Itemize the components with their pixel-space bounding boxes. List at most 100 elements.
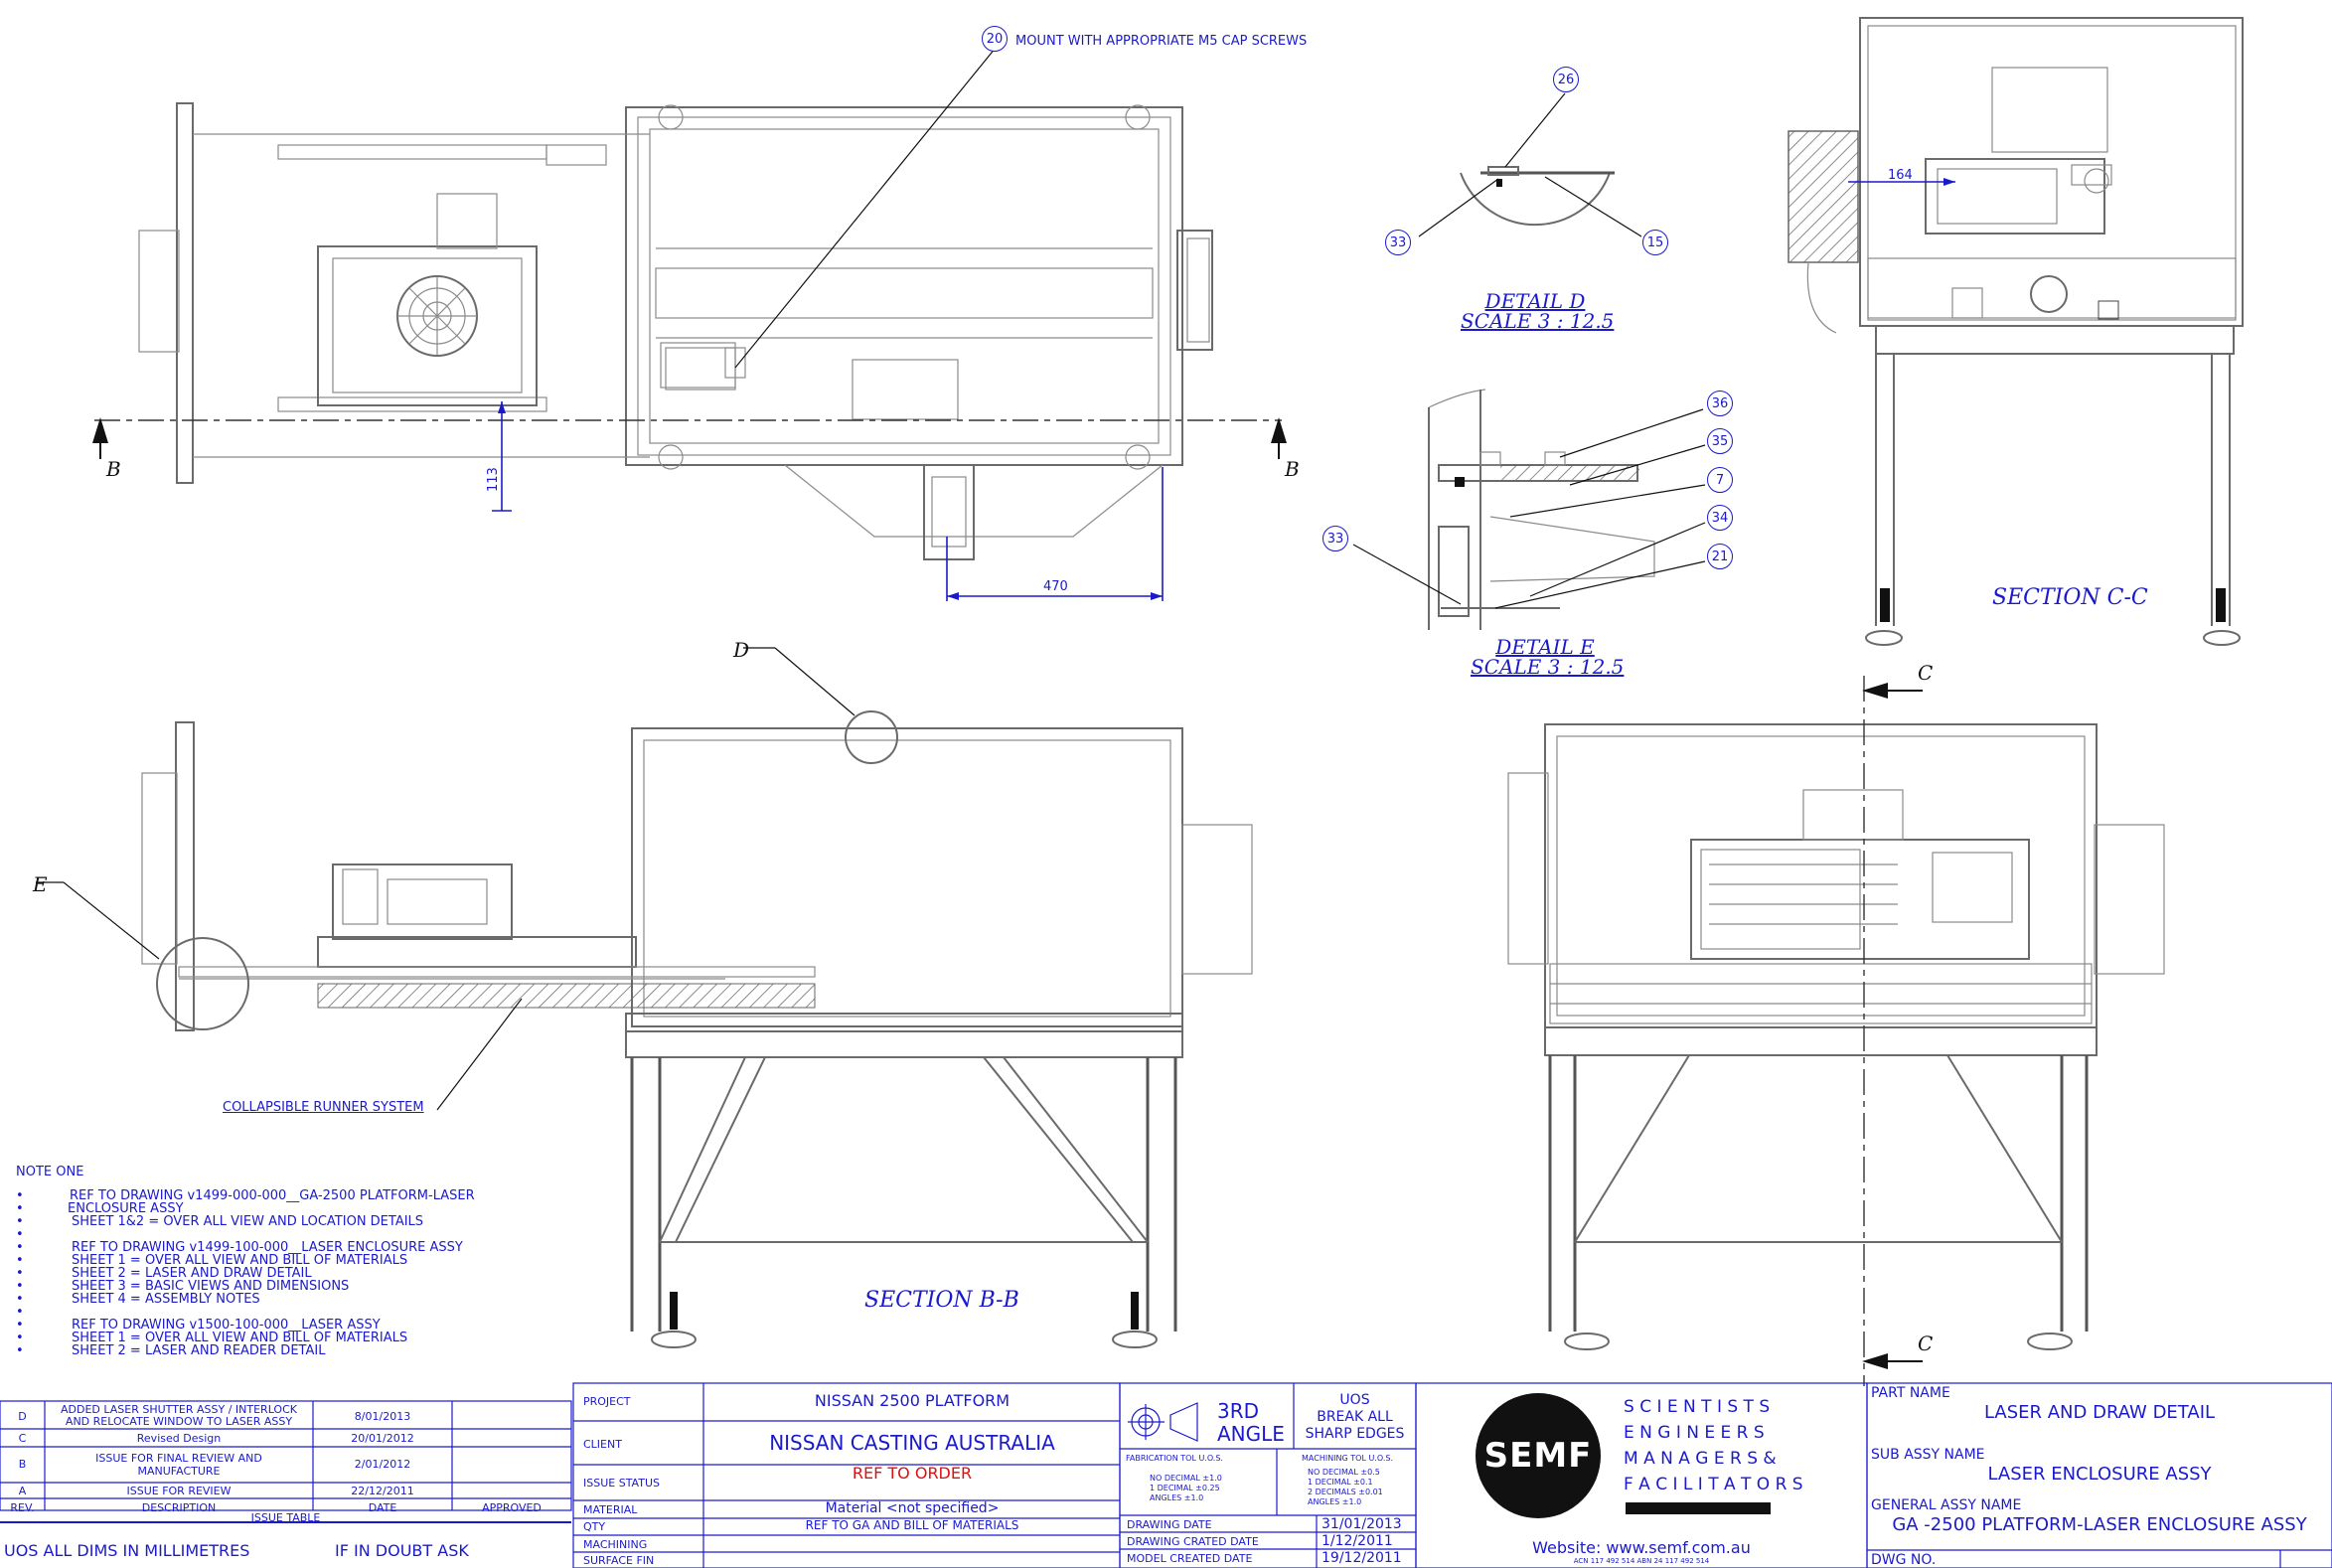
dimension-470: 470: [1043, 579, 1068, 594]
detail-e-scale: SCALE 3 : 12.5: [1471, 655, 1625, 679]
mach-tol-line: 2 DECIMALS ±0.01: [1308, 1488, 1383, 1496]
sub-assy-label: SUB ASSY NAME: [1871, 1447, 1985, 1463]
detail-d-view: [1418, 92, 1642, 237]
company-tagline-3: M A N A G E R S &: [1624, 1449, 1777, 1469]
callout-20-note: MOUNT WITH APPROPRIATE M5 CAP SCREWS: [1015, 34, 1308, 49]
projection-label-2: ANGLE: [1217, 1422, 1285, 1446]
rev-date: 22/12/2011: [351, 1485, 414, 1497]
material-value: Material <not specified>: [825, 1500, 1000, 1516]
machining-label: MACHINING: [583, 1538, 648, 1551]
company-acn: ACN 117 492 514 ABN 24 117 492 514: [1573, 1557, 1710, 1565]
note-line: •REF TO DRAWING v1500-100-000__LASER ASS…: [16, 1318, 381, 1333]
notes-title: NOTE ONE: [16, 1165, 84, 1179]
rev-description: ISSUE FOR REVIEW: [126, 1485, 232, 1497]
rev-description: ISSUE FOR FINAL REVIEW AND: [95, 1452, 262, 1465]
drawing-date-label: DRAWING DATE: [1127, 1518, 1212, 1531]
rev-header-rev: REV.: [10, 1501, 35, 1514]
section-c-c-title: SECTION C-C: [1992, 585, 2148, 610]
rev-code: D: [18, 1410, 27, 1423]
if-in-doubt-note: IF IN DOUBT ASK: [335, 1541, 469, 1560]
company-website: Website: www.semf.com.au: [1532, 1538, 1751, 1557]
rev-header-approved: APPROVED: [482, 1501, 542, 1514]
dwg-no-label: DWG NO.: [1871, 1552, 1937, 1568]
mach-tol-line: NO DECIMAL ±0.5: [1308, 1468, 1380, 1477]
fab-tol-title: FABRICATION TOL U.O.S.: [1126, 1454, 1223, 1463]
note-line: •REF TO DRAWING v1499-100-000__LASER ENC…: [16, 1240, 463, 1255]
qty-value: REF TO GA AND BILL OF MATERIALS: [805, 1518, 1019, 1532]
detail-mark-e: E: [33, 872, 48, 896]
projection-label-1: 3RD: [1217, 1399, 1260, 1423]
material-label: MATERIAL: [583, 1503, 638, 1516]
note-line: •SHEET 2 = LASER AND READER DETAIL: [16, 1343, 326, 1358]
model-created-value: 19/12/2011: [1321, 1550, 1402, 1566]
fab-tol-line: NO DECIMAL ±1.0: [1150, 1474, 1222, 1483]
rev-date: 2/01/2012: [354, 1458, 411, 1471]
client-value: NISSAN CASTING AUSTRALIA: [769, 1431, 1055, 1455]
fab-tol-line: ANGLES ±1.0: [1150, 1493, 1204, 1502]
sub-assy-value: LASER ENCLOSURE ASSY: [1987, 1464, 2212, 1485]
section-mark-b-left: B: [106, 457, 121, 481]
callout-35: 35: [1707, 428, 1733, 454]
callout-36: 36: [1707, 391, 1733, 416]
company-tagline-2: E N G I N E E R S: [1624, 1423, 1765, 1443]
model-created-label: MODEL CREATED DATE: [1127, 1552, 1253, 1565]
qty-label: QTY: [583, 1520, 606, 1533]
section-mark-c-bottom: C: [1918, 1332, 1934, 1355]
title-block-frame: [0, 1382, 2332, 1568]
client-label: CLIENT: [583, 1438, 622, 1451]
detail-d-title: DETAIL D: [1484, 289, 1586, 313]
company-tagline-1: S C I E N T I S T S: [1624, 1397, 1771, 1417]
uos-dims-note: UOS ALL DIMS IN MILLIMETRES: [4, 1541, 250, 1560]
detail-mark-d: D: [733, 638, 750, 662]
fab-tol-line: 1 DECIMAL ±0.25: [1150, 1484, 1220, 1492]
note-line: •SHEET 1&2 = OVER ALL VIEW AND LOCATION …: [16, 1214, 424, 1229]
drawing-date-value: 31/01/2013: [1321, 1516, 1402, 1532]
section-mark-b-right: B: [1285, 457, 1300, 481]
uos-line-3: SHARP EDGES: [1305, 1426, 1405, 1442]
mach-tol-title: MACHINING TOL U.O.S.: [1302, 1454, 1393, 1463]
callout-33-detail-d: 33: [1385, 230, 1411, 255]
note-line: •: [16, 1305, 24, 1320]
callout-34: 34: [1707, 505, 1733, 531]
note-line: •ENCLOSURE ASSY: [16, 1201, 184, 1216]
callout-21: 21: [1707, 544, 1733, 569]
company-tagline-4: F A C I L I T A T O R S: [1624, 1475, 1803, 1494]
detail-d-scale: SCALE 3 : 12.5: [1461, 309, 1615, 333]
note-line: •: [16, 1227, 24, 1242]
uos-line-2: BREAK ALL: [1317, 1409, 1393, 1425]
rev-code: C: [18, 1432, 27, 1445]
rev-header-description: DESCRIPTION: [141, 1501, 217, 1514]
mach-tol-line: 1 DECIMAL ±0.1: [1308, 1478, 1373, 1487]
part-name-label: PART NAME: [1871, 1385, 1950, 1401]
rev-code: B: [18, 1458, 27, 1471]
note-line: •REF TO DRAWING v1499-000-000__GA-2500 P…: [16, 1188, 475, 1203]
project-value: NISSAN 2500 PLATFORM: [814, 1391, 1011, 1410]
general-assy-value: GA -2500 PLATFORM-LASER ENCLOSURE ASSY: [1892, 1514, 2307, 1535]
rev-date: 8/01/2013: [354, 1410, 411, 1423]
issue-status-value: REF TO ORDER: [852, 1464, 973, 1483]
issue-status-label: ISSUE STATUS: [583, 1477, 660, 1490]
callout-15: 15: [1642, 230, 1668, 255]
notes-list: •REF TO DRAWING v1499-000-000__GA-2500 P…: [16, 1189, 475, 1357]
rev-description: ADDED LASER SHUTTER ASSY / INTERLOCK: [61, 1403, 297, 1416]
rev-header-date: DATE: [368, 1501, 397, 1514]
surface-fin-label: SURFACE FIN: [583, 1554, 655, 1567]
rev-description: Revised Design: [136, 1432, 222, 1445]
rev-code: A: [18, 1485, 27, 1497]
detail-e-view: [1352, 389, 1706, 630]
section-b-b-title: SECTION B-B: [864, 1288, 1019, 1313]
note-line: •SHEET 3 = BASIC VIEWS AND DIMENSIONS: [16, 1279, 350, 1294]
dimension-113: 113: [486, 467, 501, 492]
part-name-value: LASER AND DRAW DETAIL: [1983, 1402, 2216, 1423]
callout-33-detail-e: 33: [1322, 526, 1348, 551]
section-c-c-view: [1788, 17, 2244, 646]
general-assy-label: GENERAL ASSY NAME: [1871, 1497, 2022, 1513]
issue-table-title: ISSUE TABLE: [250, 1511, 321, 1524]
drawing-created-label: DRAWING CRATED DATE: [1127, 1535, 1259, 1548]
callout-26: 26: [1553, 67, 1579, 92]
uos-line-1: UOS: [1339, 1392, 1370, 1408]
mach-tol-line: ANGLES ±1.0: [1308, 1497, 1362, 1506]
right-elevation-view: [1507, 676, 2165, 1386]
project-label: PROJECT: [583, 1395, 631, 1408]
